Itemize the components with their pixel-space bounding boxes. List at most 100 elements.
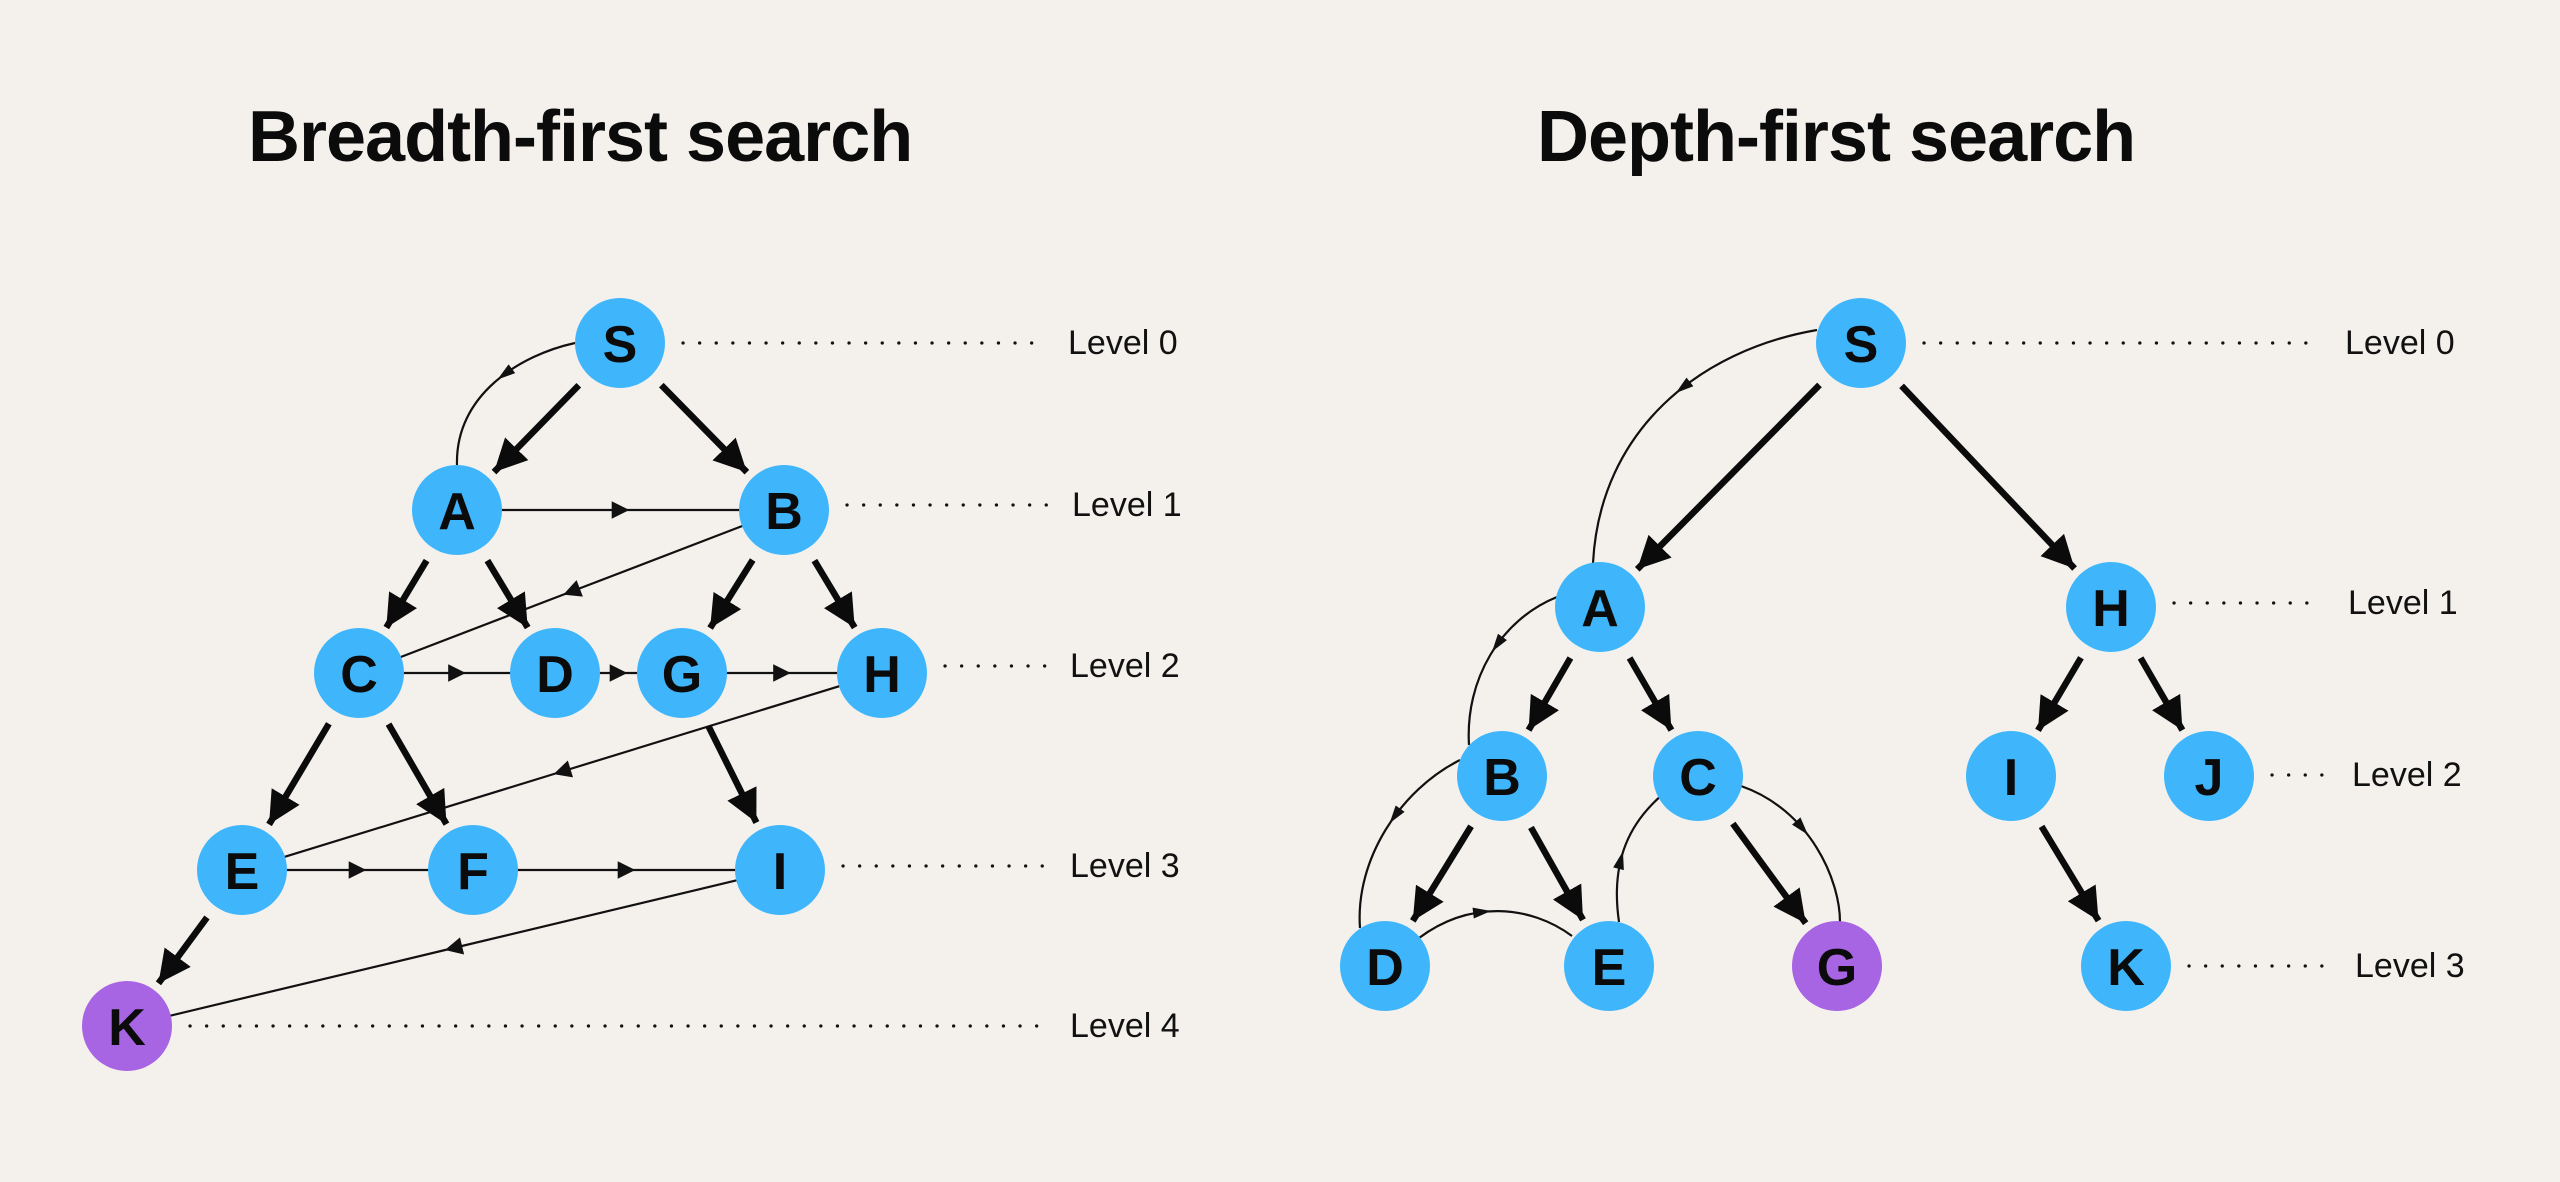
node-circle xyxy=(637,628,727,718)
node-k: K xyxy=(82,981,172,1071)
node-a: A xyxy=(1555,562,1645,652)
node-label: G xyxy=(1817,939,1857,997)
traversal-arrowhead-b-to-d xyxy=(1389,805,1405,824)
bfs-title: Breadth-first search xyxy=(248,97,913,177)
tree-edge-s-to-b xyxy=(659,382,750,475)
traversal-edge-b-to-d xyxy=(1358,759,1461,929)
tree-edge-a-to-c xyxy=(383,558,430,630)
node-circle xyxy=(575,298,665,388)
node-circle xyxy=(837,628,927,718)
node-circle xyxy=(1816,298,1906,388)
tree-edge-e-to-k xyxy=(155,915,210,986)
node-d: D xyxy=(510,628,600,718)
node-j: J xyxy=(2164,731,2254,821)
traversal-edge-h-to-e xyxy=(282,684,842,859)
node-label: S xyxy=(603,316,638,374)
tree-edge-b-to-e xyxy=(1528,825,1586,922)
tree-edge-a-to-c xyxy=(1626,656,1675,732)
traversal-arrowhead-e-to-c xyxy=(1613,851,1624,871)
tree-edge-s-to-a xyxy=(1634,382,1822,572)
traversal-arrowhead-c-to-g xyxy=(1792,817,1808,835)
node-label: C xyxy=(340,646,378,704)
traversal-arrowhead-s-to-a xyxy=(1675,377,1694,394)
traversal-edge-i-to-k xyxy=(168,878,739,1018)
node-i: I xyxy=(735,825,825,915)
dfs-tree-edges xyxy=(1410,382,2186,926)
node-circle xyxy=(1653,731,1743,821)
node-label: J xyxy=(2195,749,2224,807)
node-circle xyxy=(2081,921,2171,1011)
tree-edge-c-to-f xyxy=(385,722,450,826)
traversal-arrowhead-s-to-a xyxy=(497,364,516,380)
node-label: K xyxy=(2107,939,2145,997)
node-label: B xyxy=(1483,749,1521,807)
node-b: B xyxy=(1457,731,1547,821)
node-g: G xyxy=(637,628,727,718)
level-2-label: Level 2 xyxy=(2352,756,2462,794)
node-label: C xyxy=(1679,749,1717,807)
traversal-edge-c-to-g xyxy=(1740,784,1842,923)
traversal-edge-b-to-c xyxy=(398,524,745,659)
node-label: D xyxy=(536,646,574,704)
node-circle xyxy=(1340,921,1430,1011)
node-c: C xyxy=(1653,731,1743,821)
node-circle xyxy=(428,825,518,915)
node-h: H xyxy=(837,628,927,718)
node-label: A xyxy=(1581,580,1619,638)
node-label: I xyxy=(773,843,787,901)
goal-node-circle xyxy=(82,981,172,1071)
tree-edge-b-to-d xyxy=(1410,824,1474,923)
tree-edge-a-to-b xyxy=(1525,656,1574,732)
level-2-label: Level 2 xyxy=(1070,647,1180,685)
node-circle xyxy=(2066,562,2156,652)
node-label: E xyxy=(225,843,260,901)
traversal-edge-e-to-c xyxy=(1615,789,1669,923)
node-f: F xyxy=(428,825,518,915)
node-circle xyxy=(314,628,404,718)
tree-edge-c-to-e xyxy=(266,722,332,827)
node-label: E xyxy=(1592,939,1627,997)
node-label: B xyxy=(765,483,803,541)
node-label: S xyxy=(1844,316,1879,374)
node-circle xyxy=(739,465,829,555)
node-label: F xyxy=(457,843,489,901)
node-circle xyxy=(1457,731,1547,821)
tree-edge-g-to-i xyxy=(705,724,760,824)
bfs-traversal-edges xyxy=(168,341,842,1018)
dfs-traversal-edges xyxy=(1358,328,1842,939)
goal-node-circle xyxy=(1792,921,1882,1011)
level-3-label: Level 3 xyxy=(2355,947,2465,985)
node-circle xyxy=(735,825,825,915)
tree-edge-i-to-k xyxy=(2038,824,2102,923)
node-i: I xyxy=(1966,731,2056,821)
node-label: H xyxy=(863,646,901,704)
level-4-label: Level 4 xyxy=(1070,1007,1180,1045)
node-label: G xyxy=(662,646,702,704)
tree-edge-b-to-g xyxy=(707,558,756,630)
node-circle xyxy=(2164,731,2254,821)
node-e: E xyxy=(1564,921,1654,1011)
node-g: G xyxy=(1792,921,1882,1011)
level-0-label: Level 0 xyxy=(2345,324,2455,362)
tree-edge-s-to-h xyxy=(1899,383,2077,571)
tree-edge-h-to-j xyxy=(2137,656,2186,732)
tree-edge-a-to-d xyxy=(484,558,531,630)
node-b: B xyxy=(739,465,829,555)
traversal-edge-s-to-a xyxy=(455,341,576,466)
tree-edge-b-to-h xyxy=(811,558,858,630)
node-label: I xyxy=(2004,749,2018,807)
traversal-edge-a-to-b xyxy=(1467,595,1558,746)
level-3-label: Level 3 xyxy=(1070,847,1180,885)
tree-edge-h-to-i xyxy=(2035,656,2084,733)
node-circle xyxy=(197,825,287,915)
traversal-arrowhead-d-to-e xyxy=(1472,907,1492,919)
traversal-arrowhead-a-to-b xyxy=(1492,633,1507,652)
node-circle xyxy=(510,628,600,718)
node-circle xyxy=(412,465,502,555)
dfs-title: Depth-first search xyxy=(1537,97,2136,177)
node-label: H xyxy=(2092,580,2130,638)
